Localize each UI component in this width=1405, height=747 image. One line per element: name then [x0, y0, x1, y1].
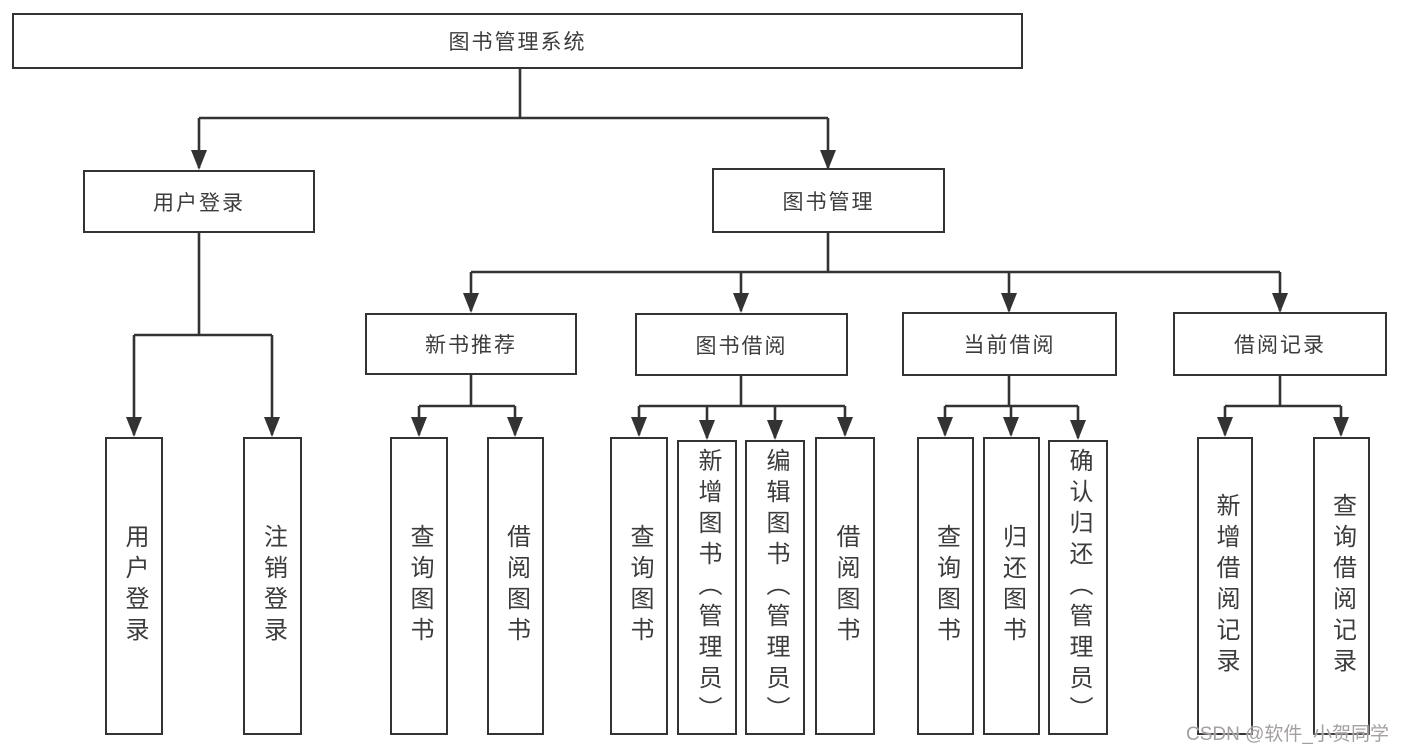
leaf-br-add-record: 新增借阅记录: [1197, 437, 1253, 735]
csdn-watermark: CSDN @软件_小贺同学: [1186, 724, 1389, 745]
node-label: 编辑图书（管理员）: [762, 448, 789, 727]
node-label: 借阅图书: [832, 524, 859, 648]
leaf-bb-query-books: 查询图书: [610, 437, 668, 735]
leaf-user-login: 用户登录: [105, 437, 163, 735]
node-label: 注销登录: [259, 524, 287, 648]
node-label: 图书管理: [782, 190, 875, 214]
node-borrowing-records: 借阅记录: [1173, 312, 1387, 376]
node-book-borrowing: 图书借阅: [635, 313, 848, 376]
node-label: 当前借阅: [963, 334, 1056, 357]
node-user-login-branch: 用户登录: [83, 170, 315, 233]
leaf-bb-add-books-admin: 新增图书（管理员）: [677, 440, 737, 735]
leaf-bb-borrow-books: 借阅图书: [815, 437, 875, 735]
node-book-management: 图书管理: [712, 168, 945, 233]
node-label: 图书借阅: [695, 334, 788, 358]
node-label: 查询图书: [932, 524, 960, 648]
node-label: 查询借阅记录: [1328, 493, 1356, 679]
node-new-book-recommend: 新书推荐: [365, 313, 577, 375]
node-label: 借阅图书: [502, 524, 530, 648]
node-label: 确认归还（管理员）: [1065, 448, 1092, 727]
leaf-bb-edit-books-admin: 编辑图书（管理员）: [745, 440, 805, 735]
leaf-logout: 注销登录: [243, 437, 302, 735]
node-label: 新书推荐: [425, 334, 517, 357]
node-label: 新增图书（管理员）: [694, 448, 721, 727]
leaf-cb-return-books: 归还图书: [983, 437, 1040, 735]
node-label: 图书管理系统: [448, 31, 587, 54]
arrowheads: [126, 150, 1349, 440]
leaf-br-query-record: 查询借阅记录: [1313, 437, 1370, 735]
node-label: 归还图书: [998, 524, 1026, 648]
node-label: 借阅记录: [1234, 334, 1326, 357]
node-label: 用户登录: [153, 191, 245, 215]
node-label: 查询图书: [626, 524, 653, 648]
leaf-rec-query-books: 查询图书: [390, 437, 448, 735]
node-label: 查询图书: [406, 524, 433, 648]
node-root-library-system: 图书管理系统: [12, 13, 1023, 69]
node-label: 用户登录: [121, 524, 148, 648]
leaf-rec-borrow-books: 借阅图书: [487, 437, 544, 735]
node-current-borrowing: 当前借阅: [902, 312, 1117, 376]
leaf-cb-confirm-return-admin: 确认归还（管理员）: [1048, 440, 1108, 735]
leaf-cb-query-books: 查询图书: [917, 437, 974, 735]
node-label: 新增借阅记录: [1212, 493, 1239, 679]
